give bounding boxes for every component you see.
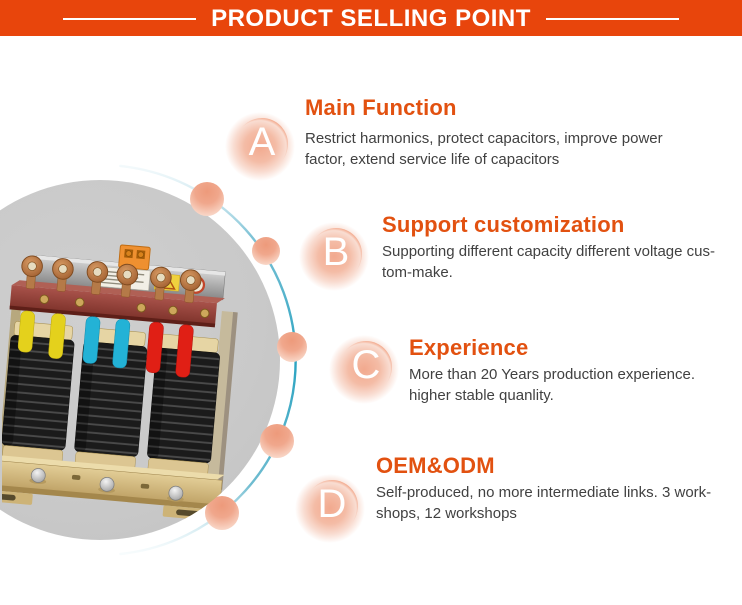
badge-d-letter: D	[317, 482, 347, 526]
header-dash-right	[545, 17, 679, 21]
header-banner: PRODUCT SELLING POINT	[0, 0, 742, 36]
badge-c-letter: C	[351, 343, 381, 387]
gradient-sphere-bubble	[260, 424, 294, 458]
page-title: PRODUCT SELLING POINT	[211, 5, 531, 32]
badge-b-letter: B	[322, 230, 350, 274]
selling-point-d-title: OEM&ODM	[376, 453, 495, 478]
selling-point-b-title: Support customization	[382, 212, 625, 237]
badge-b: B	[299, 222, 369, 291]
selling-point-a-body: Restrict harmonics, protect capacitors, …	[305, 130, 663, 168]
badge-d: D	[295, 474, 365, 543]
product-photo-reactor	[2, 242, 242, 523]
badge-a-letter: A	[248, 120, 276, 164]
gradient-sphere-bubble	[190, 182, 224, 216]
selling-point-b-body: Supporting different capacity different …	[382, 243, 715, 281]
badge-c: C	[329, 335, 399, 404]
badge-a: A	[225, 112, 295, 181]
gradient-sphere-bubble	[252, 237, 280, 265]
selling-point-c-body: More than 20 Years production experience…	[409, 366, 696, 404]
selling-point-d-body: Self-produced, no more intermediate link…	[376, 484, 712, 522]
selling-point-c-title: Experience	[409, 335, 529, 360]
selling-point-a-title: Main Function	[305, 95, 457, 120]
header-dash-left	[63, 17, 197, 21]
gradient-sphere-bubble	[277, 332, 307, 362]
